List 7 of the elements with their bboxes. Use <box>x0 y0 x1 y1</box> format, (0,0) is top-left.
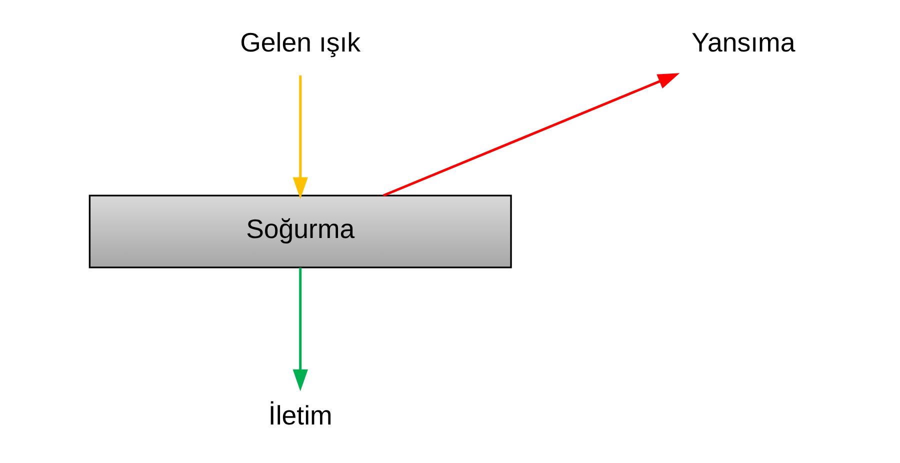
node-text: Gelen ışık <box>240 27 361 58</box>
arrow <box>292 268 308 392</box>
node-box: Soğurma <box>88 194 512 268</box>
node-text: İletim <box>268 400 332 430</box>
node-text: Yansıma <box>692 27 796 58</box>
arrow <box>382 73 680 197</box>
arrow <box>292 75 308 199</box>
